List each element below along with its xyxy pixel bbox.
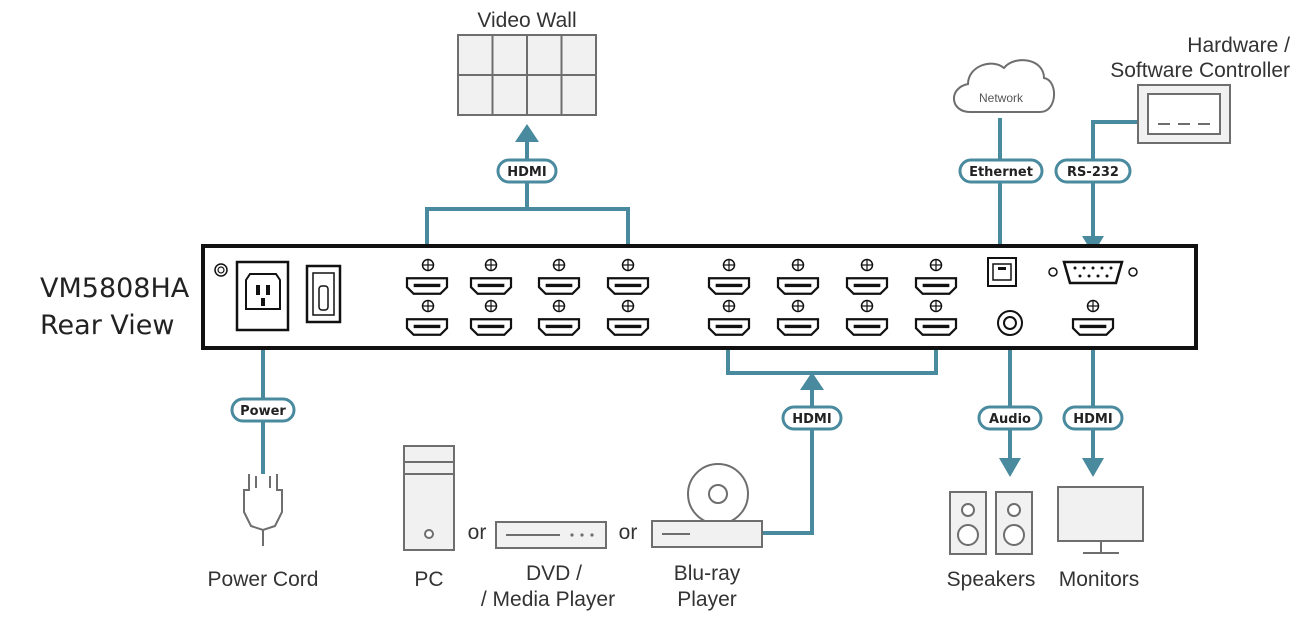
- hdmi-port: [914, 277, 958, 295]
- wire-hdmi-video-wall: [425, 140, 630, 258]
- screw-icon: [929, 299, 943, 313]
- controller-icon: [1137, 84, 1231, 144]
- arrow-up-hdmi-input: [800, 372, 824, 390]
- svg-text:Audio: Audio: [989, 412, 1031, 427]
- connection-label-ethernet: Ethernet: [958, 158, 1044, 184]
- pc-label: PC: [414, 568, 443, 591]
- hdmi-port: [405, 277, 449, 295]
- svg-text:HDMI: HDMI: [792, 412, 831, 427]
- monitor-icon: [1057, 486, 1144, 554]
- hdmi-port: [707, 318, 751, 336]
- screw-icon: [552, 258, 566, 272]
- speakers-icon: [949, 491, 1033, 555]
- model-subtitle: Rear View: [40, 310, 174, 341]
- hdmi-port: [845, 318, 889, 336]
- screw-icon: [791, 258, 805, 272]
- hdmi-port: [469, 277, 513, 295]
- monitors-label: Monitors: [1059, 568, 1140, 591]
- hdmi-port: [606, 318, 650, 336]
- screw-icon: [860, 299, 874, 313]
- or-text-2: or: [619, 521, 638, 544]
- ethernet-port-icon: [987, 257, 1017, 287]
- audio-port-icon: [997, 310, 1023, 336]
- pc-icon: [403, 445, 455, 551]
- hdmi-port: [469, 318, 513, 336]
- hdmi-port: [845, 277, 889, 295]
- power-socket-icon: [235, 260, 290, 332]
- hdmi-port: [1071, 318, 1115, 336]
- controller-label-line1: Hardware /: [1187, 34, 1290, 57]
- rs232-port-icon: [1048, 260, 1138, 285]
- power-plug-icon: [243, 474, 283, 546]
- screw-icon: [421, 299, 435, 313]
- screw-icon: [929, 258, 943, 272]
- svg-text:HDMI: HDMI: [507, 165, 546, 180]
- video-wall-label: Video Wall: [477, 9, 576, 32]
- bluray-player-icon: [651, 463, 763, 548]
- panel-outline: [201, 244, 1198, 350]
- screw-icon: [722, 299, 736, 313]
- hdmi-port: [776, 277, 820, 295]
- screw-icon: [421, 258, 435, 272]
- screw-icon: [484, 299, 498, 313]
- svg-text:Ethernet: Ethernet: [969, 165, 1033, 180]
- dvd-label-line1: DVD /: [526, 562, 582, 585]
- network-cloud-icon: [953, 59, 1056, 113]
- screw-icon: [552, 299, 566, 313]
- wire-rs232: [1091, 120, 1138, 238]
- hdmi-port: [537, 277, 581, 295]
- screw-icon: [860, 258, 874, 272]
- screw-icon: [722, 258, 736, 272]
- svg-text:RS-232: RS-232: [1067, 165, 1119, 180]
- screw-icon: [621, 258, 635, 272]
- svg-text:HDMI: HDMI: [1073, 412, 1112, 427]
- or-text-1: or: [468, 521, 487, 544]
- connection-label-rs232: RS-232: [1054, 158, 1132, 184]
- bluray-label-line1: Blu-ray: [674, 562, 741, 585]
- speakers-label: Speakers: [947, 568, 1036, 591]
- network-label: Network: [979, 91, 1024, 105]
- arrow-down-audio: [999, 458, 1021, 477]
- wire-hdmi-input: [726, 345, 938, 535]
- controller-label-line2: Software Controller: [1110, 59, 1290, 82]
- ground-screw-icon: [214, 263, 228, 277]
- arrow-down-monitor: [1082, 458, 1104, 477]
- screw-icon: [791, 299, 805, 313]
- connection-label-hdmi-monitor: HDMI: [1062, 405, 1124, 431]
- dvd-label-line2: / Media Player: [481, 588, 615, 611]
- connection-label-audio: Audio: [977, 405, 1043, 431]
- video-wall-icon: [457, 34, 597, 116]
- screw-icon: [484, 258, 498, 272]
- bluray-label-line2: Player: [677, 588, 737, 611]
- svg-text:Power: Power: [240, 404, 286, 419]
- hdmi-port: [405, 318, 449, 336]
- hdmi-port: [606, 277, 650, 295]
- hdmi-port: [776, 318, 820, 336]
- connection-label-hdmi-out: HDMI: [496, 158, 558, 184]
- hdmi-port: [537, 318, 581, 336]
- screw-icon: [1086, 299, 1100, 313]
- power-switch-icon: [305, 264, 342, 324]
- model-title: VM5808HA: [40, 273, 190, 304]
- connection-label-hdmi-in: HDMI: [781, 405, 843, 431]
- hdmi-port: [707, 277, 751, 295]
- hdmi-port: [914, 318, 958, 336]
- power-cord-label: Power Cord: [208, 568, 319, 591]
- connection-label-power: Power: [230, 397, 296, 423]
- rear-panel: [201, 244, 1198, 350]
- dvd-player-icon: [495, 521, 607, 549]
- screw-icon: [621, 299, 635, 313]
- arrow-up-video-wall: [515, 124, 539, 142]
